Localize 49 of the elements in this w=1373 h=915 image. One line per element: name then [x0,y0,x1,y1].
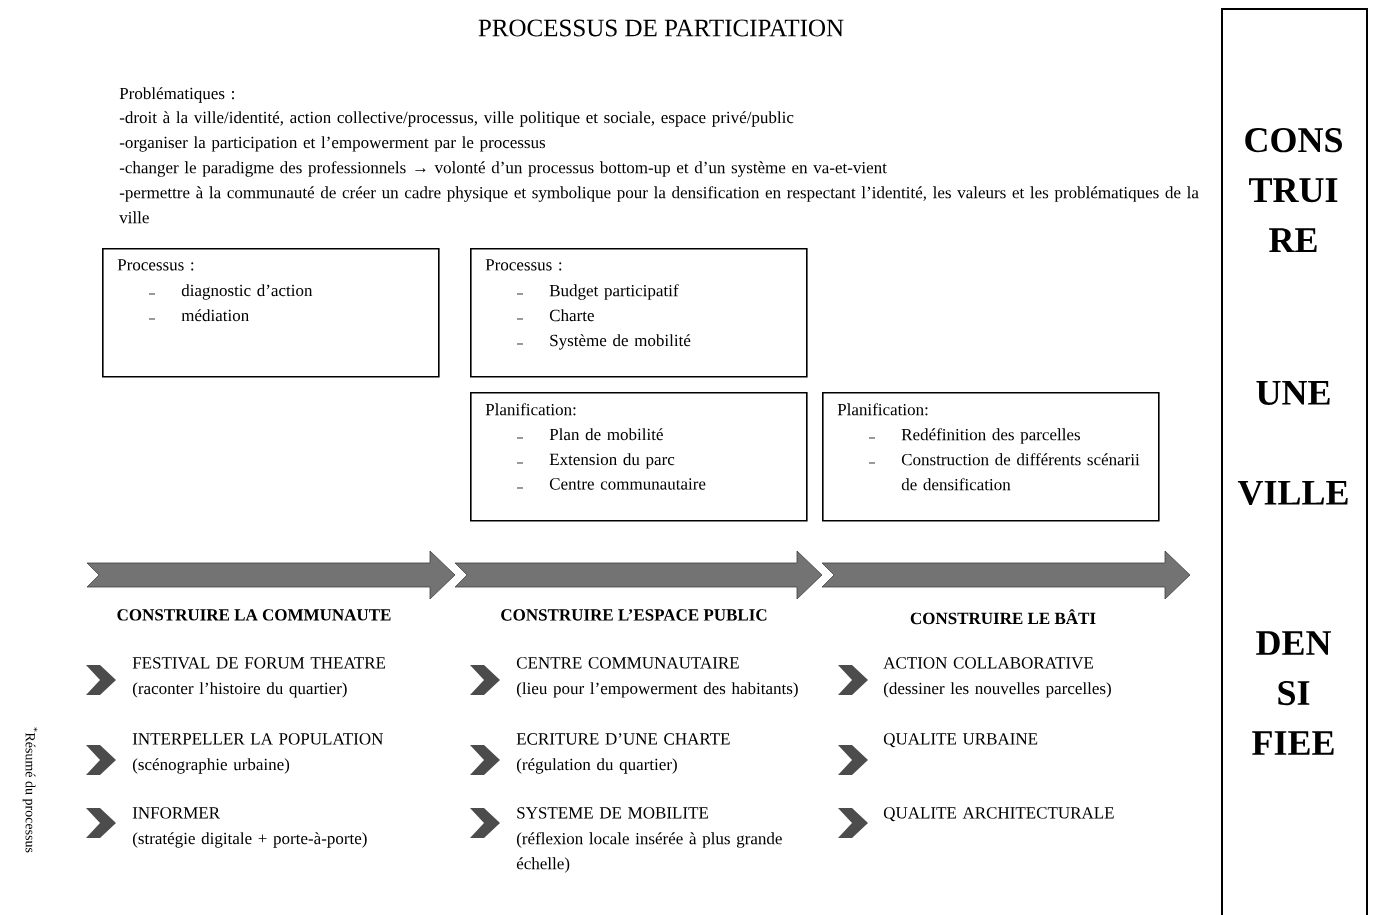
step-text: (régulation du quartier) [516,758,677,774]
text-box [822,392,1160,522]
step-text: QUALITE URBAINE [883,733,1038,748]
step-text: (scénographie urbaine) [132,758,290,774]
step-text: (raconter l’histoire du quartier) [132,682,347,698]
bullet-text: -organiser la participation et l’empowerment par le processus [119,136,546,152]
vertical-title: VILLE [1237,480,1348,506]
step-text: (réflexion locale insérée à plus grande échelle) [516,832,782,873]
bullet-text: -droit à la ville/identité, action collective/processus, ville politique et sociale, espace privé/public [119,111,794,127]
list-item: Charte [516,309,594,322]
step-text: SYSTEME DE MOBILITE [517,807,708,819]
bullet-text: -permettre à la communauté de créer un cadre physique et symbolique pour la densification en respectant l’identité, les valeurs et les problématiques de la ville [119,186,1199,224]
list-item: médiation [148,309,249,322]
box-heading: Processus : [485,259,562,271]
step-text: INTERPELLER LA POPULATION [132,733,384,745]
text-box [470,248,808,378]
list-item: Centre communautaire [516,478,706,490]
box-heading: Processus : [117,259,194,271]
list-item: Extension du parc [516,453,675,469]
step-text: INFORMER [132,807,220,819]
title-column [1221,8,1368,915]
side-note: $^{*}$Résumé du processus [22,727,38,853]
vertical-title: DEN SI FIEE [1252,631,1334,755]
list-item: diagnostic d’action [148,284,313,300]
bullet-text: -changer le paradigme des professionnels → volonté d’un processus bottom-up et d’un système en va-et-vient [119,161,887,177]
step-text: QUALITE ARCHITECTURALE [883,807,1114,822]
heading-text: Problématiques : [119,87,234,103]
list-item: Budget participatif [516,284,679,300]
list-item: Redéfinition des parcelles [868,428,1080,444]
step-text: (dessiner les nouvelles parcelles) [883,682,1111,698]
title: PROCESSUS DE PARTICIPATION [478,19,844,37]
phase-heading: CONSTRUIRE LA COMMUNAUTE [117,609,391,621]
text-box [470,392,808,522]
step-text: ACTION COLLABORATIVE [883,657,1093,669]
vertical-title: CONS TRUI RE [1245,128,1342,252]
phase-heading: CONSTRUIRE LE BÂTI [910,609,1096,625]
step-text: FESTIVAL DE FORUM THEATRE [132,657,386,669]
step-text: ECRITURE D’UNE CHARTE [516,733,730,745]
text-box [102,248,440,378]
list-item: Plan de mobilité [516,428,663,441]
step-text: (stratégie digitale + porte-à-porte) [132,832,367,848]
box-heading: Planification: [837,403,928,416]
list-item: Système de mobilité [516,334,691,350]
step-text: (lieu pour l’empowerment des habitants) [516,682,798,698]
step-text: CENTRE COMMUNAUTAIRE [516,657,739,669]
box-heading: Planification: [485,403,576,416]
vertical-title: UNE [1256,381,1330,405]
list-item: Construction de différents scénarii de densification [868,453,1140,491]
phase-heading: CONSTRUIRE L’ESPACE PUBLIC [501,609,767,621]
